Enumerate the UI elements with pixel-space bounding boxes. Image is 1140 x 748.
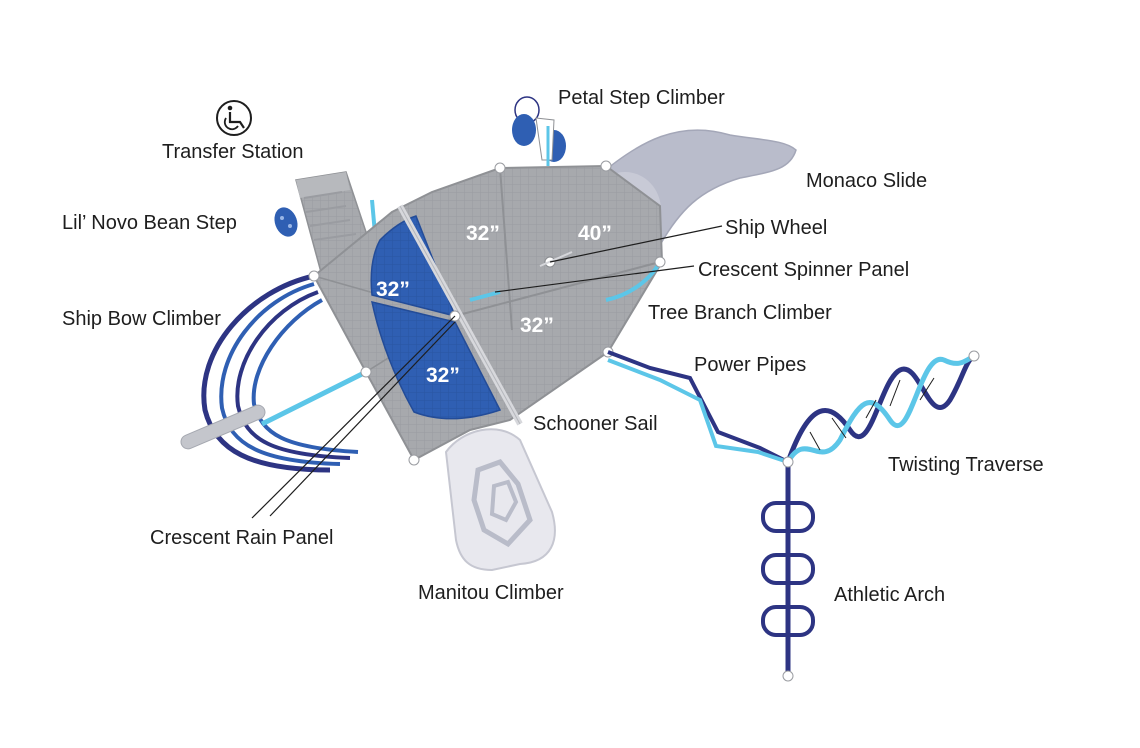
petal-step-climber <box>512 96 566 166</box>
power-pipes <box>607 350 789 464</box>
deck-size-left-lower: 32” <box>426 364 460 387</box>
ship-bow-climber <box>180 273 368 473</box>
label-lil-novo-bean-step: Lil’ Novo Bean Step <box>62 212 237 234</box>
wheelchair-accessible-icon <box>216 100 252 136</box>
twisting-traverse <box>785 350 980 464</box>
label-ship-bow-climber: Ship Bow Climber <box>62 308 221 330</box>
label-crescent-spinner-panel: Crescent Spinner Panel <box>698 259 909 281</box>
deck-size-center-upper: 32” <box>466 222 500 245</box>
label-ship-wheel: Ship Wheel <box>725 217 827 239</box>
label-schooner-sail: Schooner Sail <box>533 413 658 435</box>
platform-decks <box>308 160 666 466</box>
lil-novo-bean-step <box>274 207 298 237</box>
label-power-pipes: Power Pipes <box>694 354 806 376</box>
label-monaco-slide: Monaco Slide <box>806 170 927 192</box>
deck-size-right-upper: 40” <box>578 222 612 245</box>
label-athletic-arch: Athletic Arch <box>834 584 945 606</box>
athletic-arch <box>761 456 815 682</box>
deck-size-left-upper: 32” <box>376 278 410 301</box>
label-twisting-traverse: Twisting Traverse <box>888 454 1044 476</box>
label-crescent-rain-panel: Crescent Rain Panel <box>150 527 333 549</box>
manitou-climber <box>444 428 556 572</box>
label-tree-branch-climber: Tree Branch Climber <box>648 302 832 324</box>
leader-lines <box>251 225 723 519</box>
label-manitou-climber: Manitou Climber <box>418 582 564 604</box>
deck-size-center-lower: 32” <box>520 314 554 337</box>
label-transfer-station: Transfer Station <box>162 141 304 163</box>
label-petal-step-climber: Petal Step Climber <box>558 87 725 109</box>
